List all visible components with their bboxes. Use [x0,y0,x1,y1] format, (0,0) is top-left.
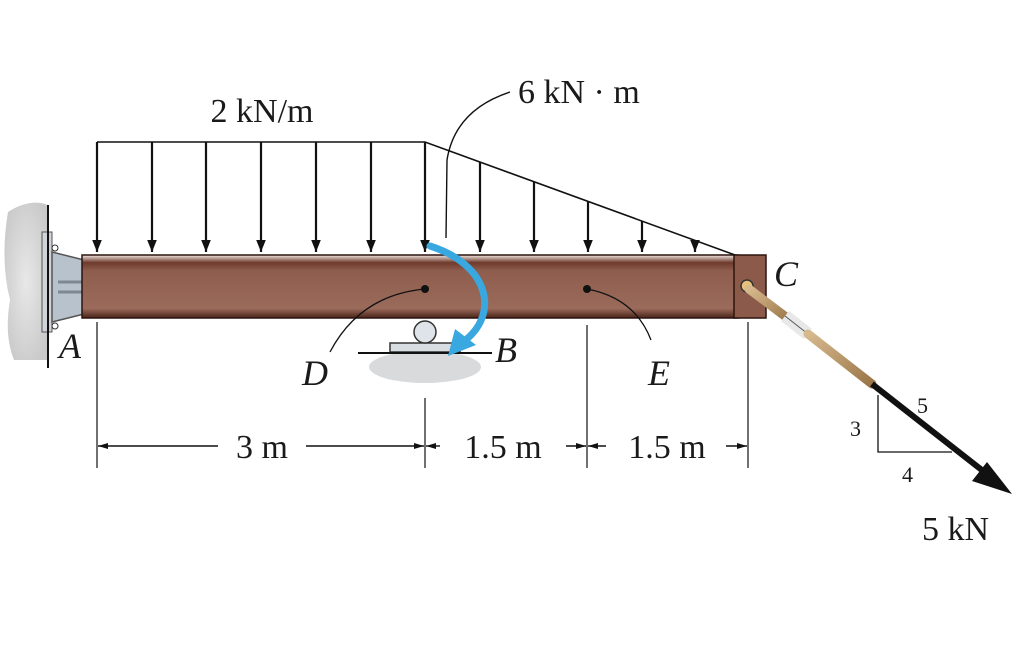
force-line [870,381,994,481]
dim-ec-label: 1.5 m [628,429,705,466]
cable: 5 kN [744,284,1012,548]
point-a-label: A [57,326,82,366]
dim-ab-label: 3 m [236,429,288,466]
rope-segment [803,329,877,389]
distributed-load-label: 2 kN/m [211,93,314,130]
moment-arrowhead-icon [448,329,476,356]
slope-run-label: 4 [902,462,913,487]
point-d: D [301,285,429,393]
slope-rise-label: 3 [850,416,861,441]
force-label: 5 kN [922,511,989,548]
bolt-icon [51,244,59,252]
load-outline [97,141,736,256]
roller-support-b [358,320,492,383]
rope-segment [744,284,795,325]
roller-icon [413,320,437,344]
moment-leader [445,91,511,239]
point-c-label: C [774,254,799,294]
wall-texture [4,202,49,360]
moment-arrow-icon [426,242,489,346]
distributed-load: 2 kN/m [92,93,736,256]
beam-body [81,254,739,319]
dimensions: 3 m 1.5 m 1.5 m [96,322,749,468]
point-e: E [583,285,670,393]
force-arrowhead-icon [972,462,1012,494]
ground-patch [369,351,481,383]
dim-be-label: 1.5 m [464,429,541,466]
point-d-label: D [301,353,328,393]
bolt-icon [51,322,59,330]
slope-triangle: 3 4 5 [850,393,952,487]
point-e-label: E [647,353,670,393]
slope-legs [877,395,952,453]
point-e-leader [586,288,652,341]
point-d-leader [329,288,426,353]
slope-hyp-label: 5 [917,393,928,418]
point-b-label: B [495,330,517,370]
rope-ferrule-edge [784,315,809,335]
moment-label: 6 kN · m [518,74,640,111]
couple-moment: 6 kN · m [426,74,640,356]
